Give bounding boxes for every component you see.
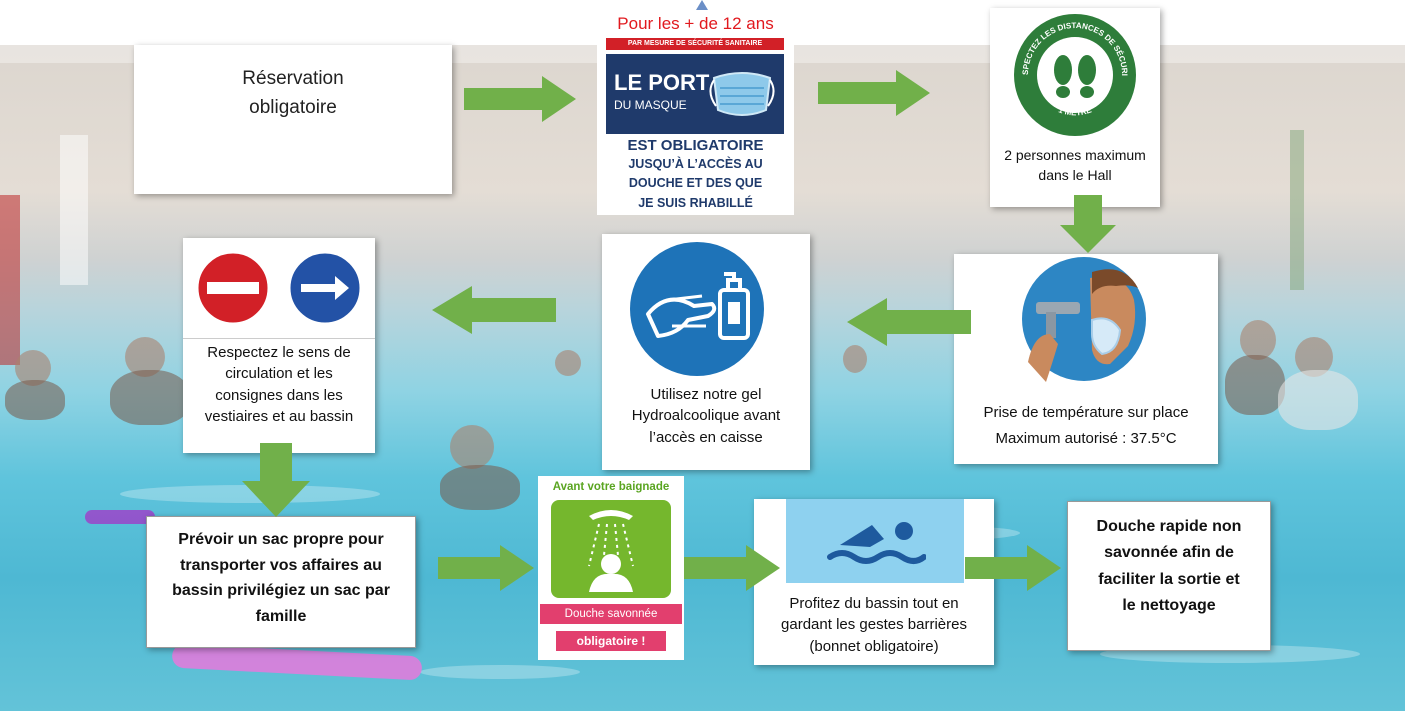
shower-panel — [551, 500, 671, 598]
temperature-check-icon — [1022, 257, 1146, 382]
shower-header: Avant votre baignade — [552, 481, 670, 493]
water-glint — [120, 485, 380, 503]
temperature-caption-line1: Prise de température sur place — [983, 404, 1189, 421]
reservation-box: Réservation obligatoire — [134, 45, 452, 194]
swimmer — [110, 370, 190, 425]
shower-icon — [588, 510, 634, 592]
mask-title-line2: DU MASQUE — [614, 98, 687, 112]
mask-banner: PAR MESURE DE SÉCURITÉ SANITAIRE — [606, 38, 784, 50]
no-entry-sign-icon — [195, 250, 271, 326]
arrow-right-icon — [818, 70, 930, 116]
arrow-right-icon — [965, 545, 1061, 591]
circulation-box: Respectez le sens de circulation et les … — [183, 238, 375, 453]
mask-panel: LE PORT DU MASQUE — [606, 54, 784, 134]
bag-line3: bassin privilégiez un sac par — [172, 582, 390, 600]
mask-poster: Pour les + de 12 ans PAR MESURE DE SÉCUR… — [597, 12, 794, 215]
swim-caption-line2: gardant les gestes barrières — [781, 616, 967, 634]
circulation-caption-line4: vestiaires et au bassin — [204, 407, 354, 425]
swimmer-head — [843, 345, 867, 373]
mask-title-line1: LE PORT — [614, 70, 710, 95]
final-shower-box: Douche rapide non savonnée afin de facil… — [1067, 501, 1271, 651]
swimmer — [440, 465, 520, 510]
mask-line3: DOUCHE ET DES QUE — [628, 176, 763, 191]
distance-box: RESPECTEZ LES DISTANCES DE SÉCURITÉ 1 MÈ… — [990, 8, 1160, 207]
mask-age-note: Pour les + de 12 ans — [617, 14, 774, 33]
face-mask-icon — [709, 72, 775, 116]
swimmer-head — [555, 350, 581, 376]
swim-box: Profitez du bassin tout en gardant les g… — [754, 499, 994, 665]
bag-line4: famille — [255, 607, 307, 625]
swimmer — [1278, 370, 1358, 430]
gel-box: Utilisez notre gel Hydroalcoolique avant… — [602, 234, 810, 470]
circulation-signs — [183, 238, 375, 339]
swimmer-icon — [827, 522, 926, 564]
temperature-box: Prise de température sur place Maximum a… — [954, 254, 1218, 464]
arrow-right-icon — [464, 76, 576, 122]
distance-caption-line1: 2 personnes maximum — [1004, 147, 1146, 163]
swimmer-head — [1240, 320, 1276, 360]
gel-caption-line1: Utilisez notre gel — [650, 386, 762, 403]
wall-pole — [1290, 130, 1304, 290]
swim-caption-line3: (bonnet obligatoire) — [809, 637, 939, 655]
social-distance-badge-icon: RESPECTEZ LES DISTANCES DE SÉCURITÉ 1 MÈ… — [1012, 12, 1136, 136]
final-shower-line3: faciliter la sortie et — [1098, 570, 1240, 588]
arrow-down-icon — [1060, 195, 1116, 253]
arrow-down-icon — [242, 443, 310, 517]
mask-line2: JUSQU’À L’ACCÈS AU — [628, 157, 763, 171]
pool-noodle — [85, 510, 155, 524]
top-marker-icon — [696, 0, 708, 10]
reservation-line1: Réservation — [242, 68, 344, 89]
swimmer-head — [450, 425, 494, 469]
swim-image — [786, 499, 964, 583]
final-shower-line1: Douche rapide non — [1096, 518, 1242, 535]
distance-caption-line2: dans le Hall — [1038, 166, 1112, 183]
swimmer — [5, 380, 65, 420]
arrow-left-icon — [432, 286, 556, 334]
arrow-left-icon — [847, 298, 971, 346]
temperature-caption-line2: Maximum autorisé : 37.5°C — [995, 429, 1177, 447]
bag-line2: transporter vos affaires au — [180, 556, 382, 574]
circulation-caption-line3: consignes dans les — [215, 386, 343, 404]
arrow-right-icon — [438, 545, 534, 591]
svg-text:1 MÈTRE: 1 MÈTRE — [1057, 105, 1093, 117]
swimmer — [1225, 355, 1285, 415]
bag-box: Prévoir un sac propre pour transporter v… — [146, 516, 416, 648]
final-shower-line4: le nettoyage — [1122, 597, 1216, 615]
shower-label2: obligatoire ! — [556, 631, 666, 651]
arrow-right-icon — [684, 545, 780, 591]
reservation-line2: obligatoire — [249, 96, 337, 118]
mask-line4: JE SUIS RHABILLÉ — [638, 195, 753, 210]
gel-caption-line2: Hydroalcoolique avant — [631, 407, 781, 425]
mask-line1: EST OBLIGATOIRE — [627, 137, 764, 154]
circulation-caption-line2: circulation et les — [225, 365, 333, 383]
circulation-caption-line1: Respectez le sens de — [207, 344, 351, 361]
swim-caption-line1: Profitez du bassin tout en — [789, 595, 959, 612]
water-glint — [420, 665, 580, 679]
final-shower-line2: savonnée afin de — [1104, 544, 1234, 562]
badge-bottom-text: 1 MÈTRE — [1057, 105, 1093, 117]
shower-label1: Douche savonnée — [540, 604, 682, 624]
red-slide — [0, 195, 20, 365]
shower-poster: Avant votre baignade Douche savonnée obl… — [538, 476, 684, 660]
wall-window — [60, 135, 88, 285]
pool-noodle — [171, 643, 423, 681]
hand-sanitizer-icon — [630, 242, 764, 376]
gel-caption-line3: l’accès en caisse — [649, 428, 763, 446]
direction-arrow-sign-icon — [287, 250, 363, 326]
bag-line1: Prévoir un sac propre pour — [178, 531, 384, 548]
